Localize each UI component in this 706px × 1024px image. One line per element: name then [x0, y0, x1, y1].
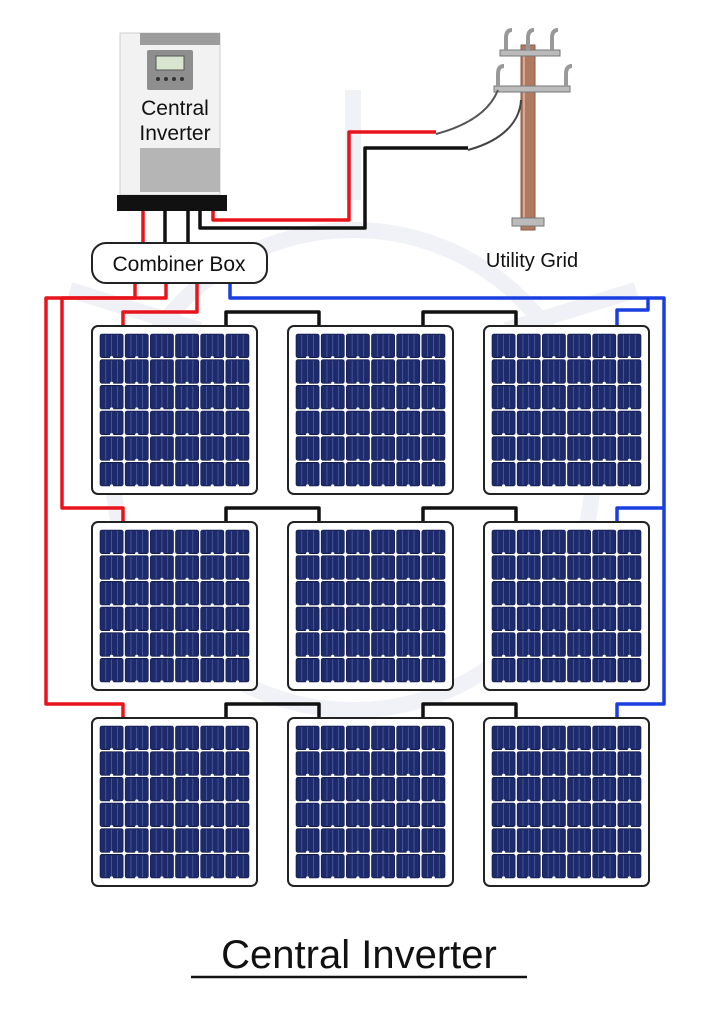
utility-pole-icon	[435, 28, 573, 231]
series-jumper	[224, 506, 321, 522]
combiner-box-label: Combiner Box	[112, 253, 246, 276]
solar-panel-icon	[91, 717, 258, 887]
solar-panel-icon	[287, 325, 454, 495]
positive-wire-row3	[44, 283, 137, 718]
series-jumper	[421, 310, 518, 326]
inverter-label-line1: Central	[141, 97, 209, 120]
positive-wire-row1	[121, 283, 199, 326]
series-jumper	[421, 702, 518, 718]
series-jumper	[421, 506, 518, 522]
negative-wire-row1	[615, 298, 650, 326]
combiner-box: Combiner Box	[91, 242, 268, 284]
central-inverter: Central Inverter	[117, 32, 227, 211]
solar-panel-icon	[91, 521, 258, 691]
inverter-base	[117, 195, 227, 211]
solar-panel-icon	[287, 521, 454, 691]
inverter-to-grid-neutral	[198, 146, 468, 230]
solar-panel-icon	[483, 717, 650, 887]
negative-wire-row2	[615, 506, 664, 522]
solar-panel-icon	[483, 325, 650, 495]
positive-wire-row2	[60, 283, 168, 522]
solar-panel-icon	[287, 717, 454, 887]
wiring	[44, 130, 666, 718]
inverter-label-line2: Inverter	[139, 122, 210, 145]
series-jumper	[224, 702, 321, 718]
solar-panel-icon	[483, 521, 650, 691]
utility-grid-label: Utility Grid	[486, 250, 578, 272]
solar-array	[91, 325, 650, 887]
solar-panel-icon	[91, 325, 258, 495]
series-jumper	[224, 310, 321, 326]
inverter-to-grid-positive	[211, 130, 436, 222]
diagram-title: Central Inverter	[221, 933, 497, 977]
negative-wire-main	[228, 283, 666, 718]
